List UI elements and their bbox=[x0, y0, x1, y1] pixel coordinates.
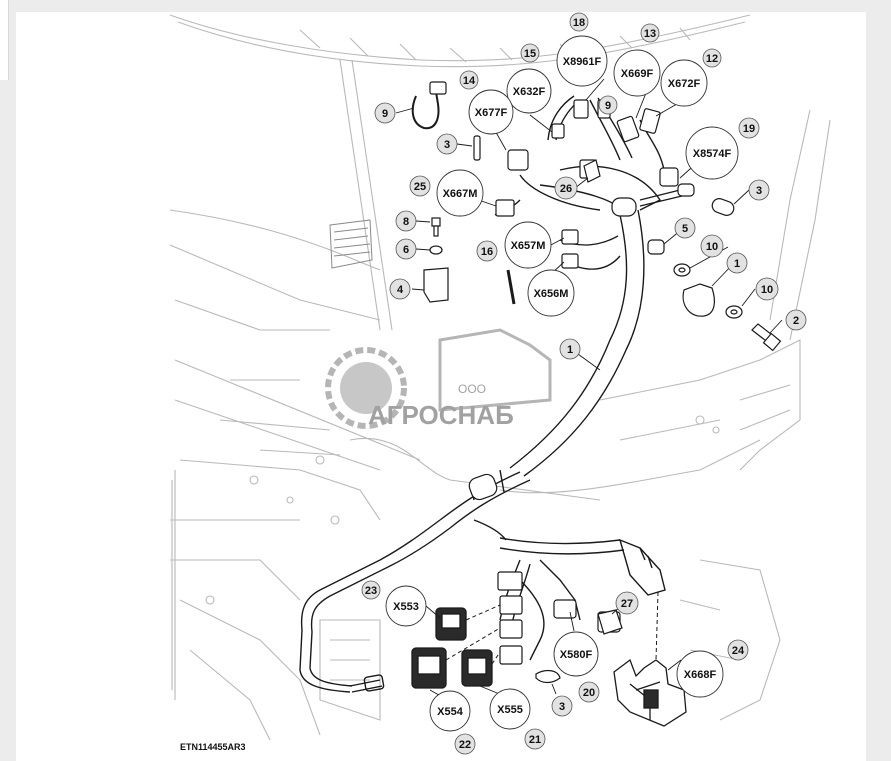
svg-text:3: 3 bbox=[756, 185, 762, 197]
svg-text:25: 25 bbox=[414, 181, 426, 193]
callout-21: X555 21 bbox=[489, 688, 546, 750]
callout-p8: 8 bbox=[395, 210, 417, 232]
connector-bracket bbox=[613, 658, 687, 727]
connector-callouts: 18 X8961F 13 X669F 12 bbox=[361, 12, 760, 755]
svg-text:X8961F: X8961F bbox=[563, 56, 602, 68]
callout-25: 25 X667M bbox=[409, 169, 484, 217]
svg-text:23: 23 bbox=[365, 585, 377, 597]
svg-text:X672F: X672F bbox=[668, 78, 701, 90]
callout-p3c: 3 bbox=[551, 695, 573, 717]
svg-text:2: 2 bbox=[793, 315, 799, 327]
hardware-parts bbox=[411, 81, 782, 684]
callout-p1a: 1 bbox=[726, 252, 748, 274]
wiring-harness-diagram: ООО АГРОСНАБ bbox=[169, 12, 831, 755]
svg-text:26: 26 bbox=[560, 183, 572, 195]
callout-19: 19 X8574F bbox=[685, 117, 760, 180]
callout-22: X554 22 bbox=[429, 690, 476, 755]
callout-p26: 26 bbox=[554, 176, 578, 200]
watermark-name: АГРОСНАБ bbox=[368, 400, 514, 430]
svg-text:X554: X554 bbox=[437, 706, 464, 718]
svg-text:10: 10 bbox=[761, 284, 773, 296]
svg-text:10: 10 bbox=[706, 241, 718, 253]
svg-text:1: 1 bbox=[567, 344, 573, 356]
loose-connectors bbox=[411, 607, 493, 689]
svg-text:21: 21 bbox=[529, 734, 541, 746]
svg-text:1: 1 bbox=[734, 258, 740, 270]
svg-text:19: 19 bbox=[743, 123, 755, 135]
svg-text:8: 8 bbox=[403, 216, 409, 228]
callout-p10a: 10 bbox=[700, 234, 724, 258]
svg-text:X677F: X677F bbox=[475, 107, 508, 119]
callout-20: X580F 20 bbox=[553, 631, 600, 703]
svg-text:13: 13 bbox=[644, 28, 656, 40]
svg-text:16: 16 bbox=[481, 246, 493, 258]
svg-text:X657M: X657M bbox=[511, 240, 546, 252]
svg-text:6: 6 bbox=[403, 244, 409, 256]
callout-p2: 2 bbox=[785, 309, 807, 331]
svg-text:X553: X553 bbox=[393, 601, 419, 613]
callout-12: 12 X672F bbox=[660, 48, 722, 107]
svg-text:14: 14 bbox=[463, 75, 476, 87]
viewer-side-tab[interactable] bbox=[0, 0, 9, 80]
svg-text:15: 15 bbox=[524, 48, 536, 60]
callout-15: 15 X632F bbox=[506, 43, 552, 114]
background-structure bbox=[169, 14, 831, 741]
svg-text:X667M: X667M bbox=[443, 188, 478, 200]
svg-text:27: 27 bbox=[621, 598, 633, 610]
callout-24: 24 X668F bbox=[676, 639, 749, 698]
callout-14: 14 X677F bbox=[459, 70, 514, 135]
svg-text:X555: X555 bbox=[497, 704, 523, 716]
svg-text:12: 12 bbox=[706, 53, 718, 65]
callout-16: 16 X657M bbox=[476, 221, 552, 269]
svg-text:22: 22 bbox=[459, 739, 471, 751]
callout-p9a: 9 bbox=[374, 102, 396, 124]
callout-17: X656M bbox=[527, 269, 575, 317]
callout-p27: 27 bbox=[615, 591, 639, 615]
svg-text:5: 5 bbox=[682, 223, 688, 235]
callout-p6: 6 bbox=[395, 238, 417, 260]
svg-text:X8574F: X8574F bbox=[693, 148, 732, 160]
figure-id: ETN114455AR3 bbox=[180, 742, 246, 752]
dashed-leaders bbox=[445, 591, 659, 665]
svg-text:3: 3 bbox=[444, 139, 450, 151]
harness-connectors bbox=[468, 99, 695, 665]
svg-text:24: 24 bbox=[732, 645, 745, 657]
svg-text:9: 9 bbox=[382, 108, 388, 120]
callout-p3b: 3 bbox=[748, 179, 770, 201]
callout-23: 23 X553 bbox=[361, 580, 427, 627]
svg-text:18: 18 bbox=[573, 17, 585, 29]
callout-18: 18 X8961F bbox=[556, 12, 608, 87]
svg-text:X656M: X656M bbox=[534, 288, 569, 300]
watermark-logo: ООО АГРОСНАБ bbox=[325, 328, 552, 430]
svg-text:X669F: X669F bbox=[621, 68, 654, 80]
svg-text:9: 9 bbox=[605, 100, 611, 112]
callout-p5: 5 bbox=[674, 217, 696, 239]
svg-text:4: 4 bbox=[397, 284, 404, 296]
diagram-page: ООО АГРОСНАБ bbox=[16, 12, 866, 761]
svg-text:X632F: X632F bbox=[513, 86, 546, 98]
callout-p3a: 3 bbox=[436, 133, 458, 155]
svg-text:X580F: X580F bbox=[560, 649, 593, 661]
callout-p9b: 9 bbox=[598, 95, 618, 115]
grille-detail bbox=[329, 219, 373, 269]
svg-text:X668F: X668F bbox=[684, 669, 717, 681]
watermark-prefix: ООО bbox=[458, 382, 486, 396]
callout-p10b: 10 bbox=[755, 277, 779, 301]
callout-p1b: 1 bbox=[559, 338, 581, 360]
callout-13: 13 X669F bbox=[613, 23, 661, 97]
part-callouts: 9 9 3 3 3 bbox=[374, 95, 807, 717]
callout-p4: 4 bbox=[389, 278, 411, 300]
svg-text:3: 3 bbox=[559, 701, 565, 713]
svg-text:20: 20 bbox=[583, 687, 595, 699]
